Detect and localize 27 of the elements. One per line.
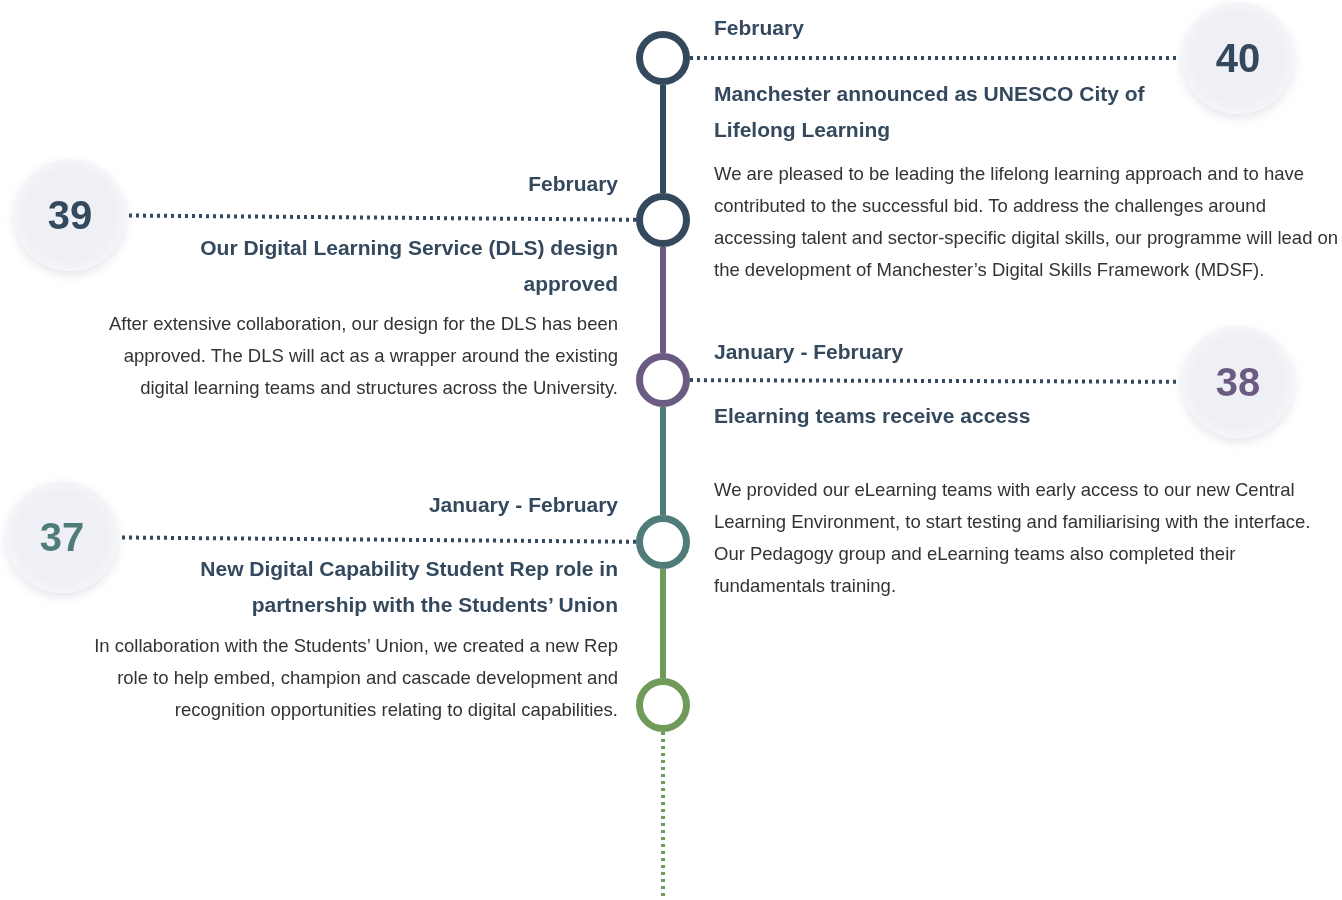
entry-body: We are pleased to be leading the lifelong learning approach and to have contributed to the successful bid. To address the challenges around accessing talent and sector-specific digital skills, our programme will lead on the development of Manchester’s Digital Skills Framework (MDSF).	[714, 162, 1339, 282]
timeline-circle	[636, 515, 690, 569]
timeline-circle	[636, 678, 690, 732]
timeline-circle	[636, 353, 690, 407]
entry-body: In collaboration with the Students’ Union, we created a new Rep role to help embed, champion and cascade development and recognition opportunities relating to digital capabilities.	[93, 634, 618, 722]
date-label: January - February	[428, 492, 618, 518]
number-badge: 40	[1182, 2, 1294, 114]
date-label: February	[528, 171, 618, 197]
entry-heading: New Digital Capability Student Rep role in partnership with the Students’ Union	[199, 556, 618, 618]
timeline-line	[660, 247, 666, 353]
entry-heading: Manchester announced as UNESCO City of Lifelong Learning	[714, 81, 1146, 143]
number-badge: 38	[1182, 326, 1294, 438]
dotted-connector-line	[128, 213, 636, 222]
dotted-connector-line	[120, 535, 636, 544]
timeline-line	[660, 85, 666, 193]
entry-heading: Elearning teams receive access	[714, 403, 1031, 429]
date-label: January - February	[714, 339, 904, 365]
timeline-line	[660, 407, 666, 515]
number-badge: 39	[14, 159, 126, 271]
entry-heading: Our Digital Learning Service (DLS) design approved	[199, 235, 618, 297]
number-badge: 37	[6, 481, 118, 593]
timeline-circle	[636, 31, 690, 85]
entry-body: After extensive collaboration, our design for the DLS has been approved. The DLS will act as a wrapper around the existing digital learning teams and structures across the University.	[107, 312, 618, 400]
timeline-line	[660, 569, 666, 678]
timeline-circle	[636, 193, 690, 247]
date-label: February	[714, 15, 804, 41]
entry-body: We provided our eLearning teams with early access to our new Central Learning Environment, to start testing and familiarising with the interface. Our Pedagogy group and eLearning teams also completed their fundamentals training.	[714, 478, 1312, 598]
